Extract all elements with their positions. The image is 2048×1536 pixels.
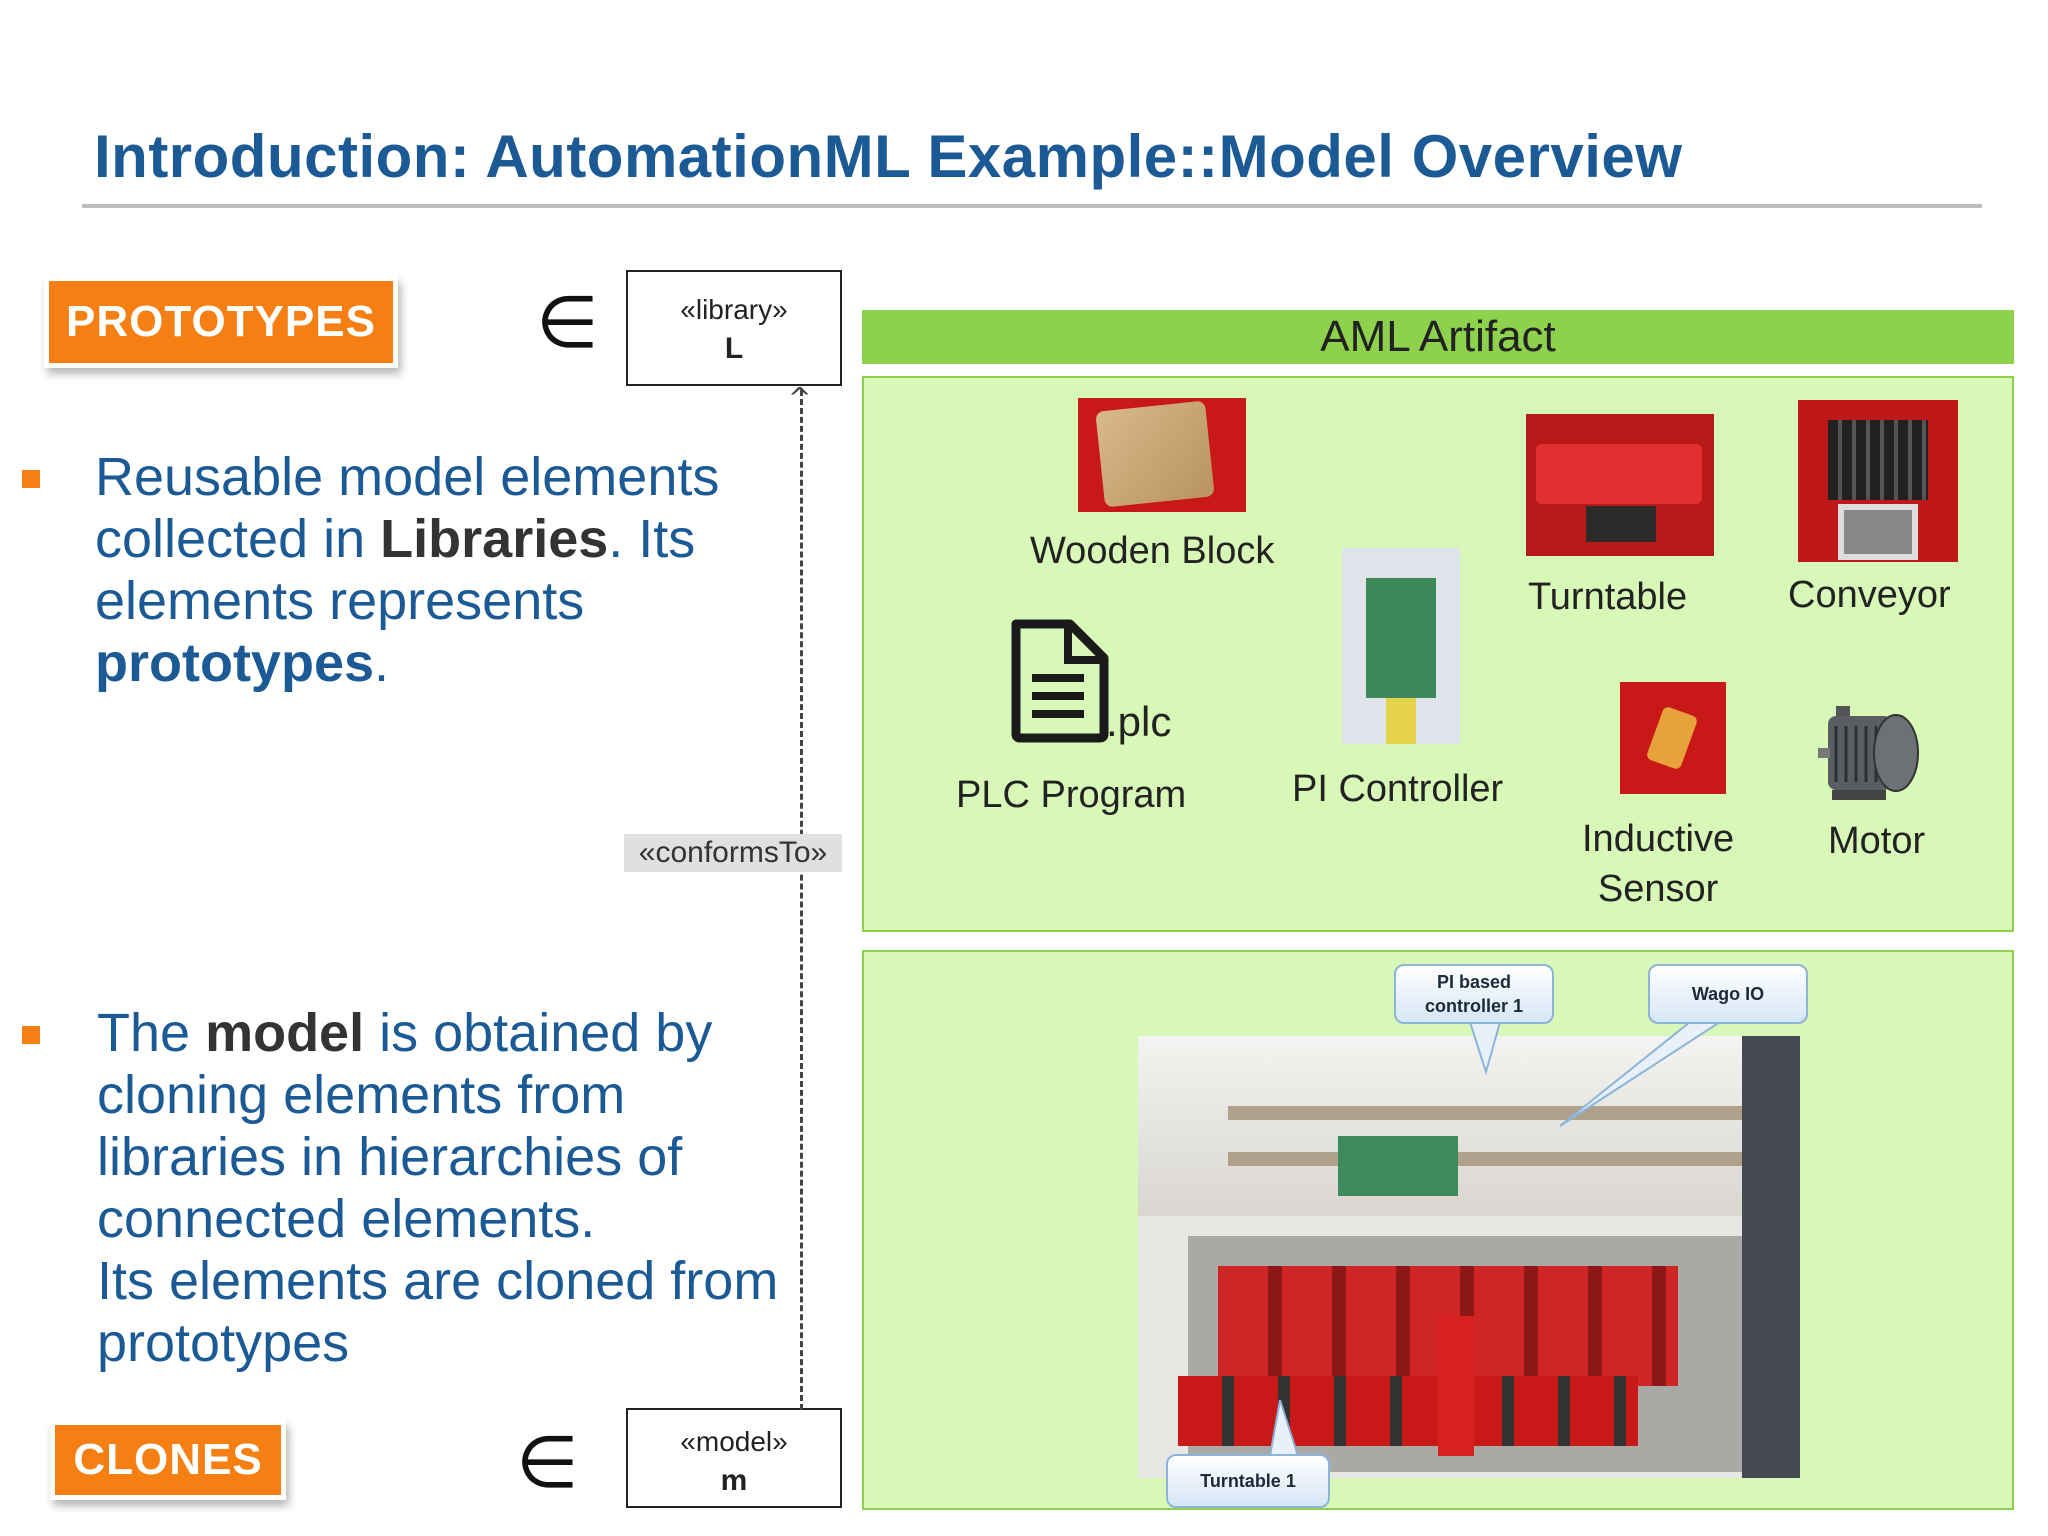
conforms-to-label: «conformsTo» (624, 834, 842, 872)
callout-turntable: Turntable 1 (1166, 1454, 1330, 1508)
library-box: «library» L (626, 270, 842, 386)
plc-extension-label: .plc (1106, 698, 1172, 745)
callout-pi-line2: controller 1 (1424, 996, 1524, 1016)
bullet-marker-2 (22, 1026, 40, 1044)
model-stereotype: «model» (680, 1426, 788, 1457)
bullet1-part1: Reusable model elements collected in (95, 447, 720, 569)
inductive-line1: Inductive (1582, 818, 1735, 860)
arrow-head-icon: ^ (788, 381, 812, 414)
bullet1-libraries-emph: Libraries (380, 509, 609, 569)
library-name: L (724, 332, 744, 365)
turntable-label: Turntable (1528, 576, 1688, 618)
motor-label: Motor (1828, 820, 1926, 862)
aml-artifact-header: AML Artifact (862, 310, 2014, 364)
document-icon (1011, 619, 1109, 743)
plant-model-photo (1138, 1036, 1800, 1478)
inductive-sensor-image (1620, 682, 1726, 794)
callout-pi-line1: PI based (1436, 972, 1512, 992)
callout-wago-io: Wago IO (1648, 964, 1808, 1024)
plc-program-label: PLC Program (956, 774, 1187, 816)
bullet1-part2: . Its elements represents (95, 509, 696, 631)
clones-badge: CLONES (50, 1420, 286, 1500)
conveyor-image (1798, 400, 1958, 562)
wooden-block-image (1078, 398, 1246, 512)
bullet2-part1: The (97, 1003, 206, 1063)
bullet2-line2: Its elements are cloned from prototypes (97, 1251, 779, 1373)
library-stereotype: «library» (680, 294, 788, 325)
prototypes-badge: PROTOTYPES (44, 276, 398, 368)
bullet-text-model: The model is obtained by cloning element… (97, 1002, 797, 1374)
element-of-symbol-top: ∈ (536, 280, 599, 364)
turntable-image (1526, 414, 1714, 556)
bullet1-prototypes-emph: prototypes (95, 633, 375, 693)
callout-pi-controller: PI based controller 1 (1394, 964, 1554, 1024)
wooden-block-label: Wooden Block (1030, 530, 1275, 572)
element-of-symbol-bottom: ∈ (516, 1420, 579, 1504)
bullet2-model-emph: model (205, 1003, 365, 1063)
motor-icon (1818, 706, 1919, 800)
pi-controller-label: PI Controller (1292, 768, 1504, 810)
page-title: Introduction: AutomationML Example::Mode… (94, 123, 1683, 190)
bullet2-part2: is obtained by cloning elements from lib… (97, 1003, 713, 1249)
title-divider (82, 204, 1982, 208)
model-box: «model» m (626, 1408, 842, 1508)
conforms-to-dashed-line (800, 390, 803, 1410)
inductive-line2: Sensor (1597, 868, 1719, 910)
bullet1-part3: . (374, 633, 390, 693)
bullet-marker-1 (22, 470, 40, 488)
bullet-text-libraries: Reusable model elements collected in Lib… (95, 446, 795, 694)
pi-controller-image (1342, 548, 1460, 744)
conveyor-label: Conveyor (1788, 574, 1951, 616)
model-name: m (720, 1464, 748, 1497)
